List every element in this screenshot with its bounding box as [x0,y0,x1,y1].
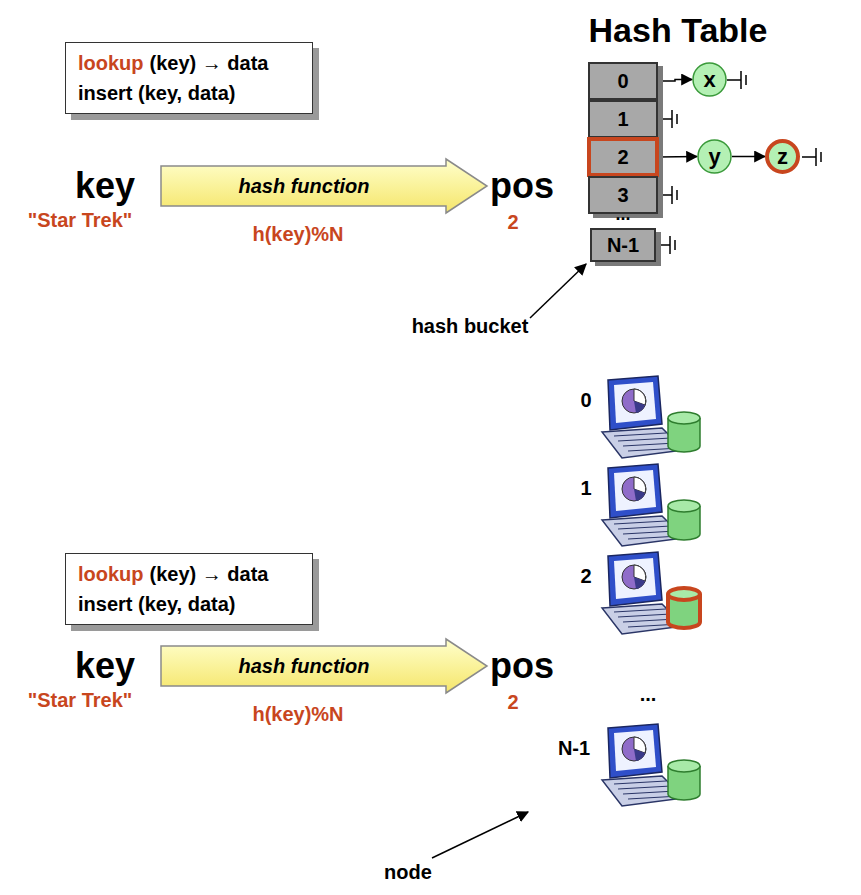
annotation-label: hash bucket [412,315,529,338]
computer-node [602,552,700,634]
annotation-label: 2 [507,211,518,234]
computer-node [602,724,700,806]
operation-box: lookup(key) → datainsert (key, data) [65,553,313,625]
annotation-label: 0 [580,389,591,412]
annotation-label: 1 [580,477,591,500]
node-text: N-1 [607,234,639,257]
annotation-label: h(key)%N [252,223,343,246]
node-text: hash function [238,655,409,678]
node-text: 1 [617,108,628,131]
hash-bucket: 0 [588,62,658,100]
annotation-label: ... [615,204,630,225]
hash-bucket: 2 [588,138,658,176]
annotation-label: 2 [507,691,518,714]
node-text: hash function [238,175,409,198]
term-label: key [75,645,135,687]
hash-function-arrow: hash function [160,638,488,694]
hash-bucket: N-1 [590,228,656,262]
computer-node [602,376,700,458]
hash-bucket: 1 [588,100,658,138]
hash-function-arrow: hash function [160,158,488,214]
list-entry-circle: y [697,139,732,174]
node-text: (key) → data [150,559,269,589]
leader-line [530,264,586,318]
title: Hash Table [589,11,768,50]
annotation-label: node [384,861,432,884]
node-text: insert (key, data) [78,589,235,619]
term-label: key [75,165,135,207]
term-label: pos [490,645,554,687]
node-text: x [703,67,715,93]
node-text: 3 [617,184,628,207]
node-text: lookup [78,559,144,589]
pointer-arrow [732,156,765,158]
annotation-label: N-1 [558,737,590,760]
annotation-label: 2 [580,565,591,588]
term-label: pos [490,165,554,207]
null-terminators [656,71,821,254]
computer-node [602,464,700,546]
operation-box: lookup(key) → datainsert (key, data) [65,42,313,114]
node-text: (key) → data [150,48,269,78]
pointer-arrow [658,80,692,82]
node-text: y [708,144,720,170]
annotation-label: "Star Trek" [28,689,133,712]
node-text: insert (key, data) [78,78,235,108]
leader-line [432,812,528,858]
node-text: 0 [617,70,628,93]
list-entry-circle: z [765,139,800,174]
annotation-label: ... [640,683,657,706]
list-entry-circle: x [692,62,727,97]
node-text: 2 [617,146,628,169]
pointer-arrow [658,156,697,158]
node-text: z [777,144,788,170]
annotation-label: h(key)%N [252,703,343,726]
annotation-label: "Star Trek" [28,209,133,232]
node-text: lookup [78,48,144,78]
